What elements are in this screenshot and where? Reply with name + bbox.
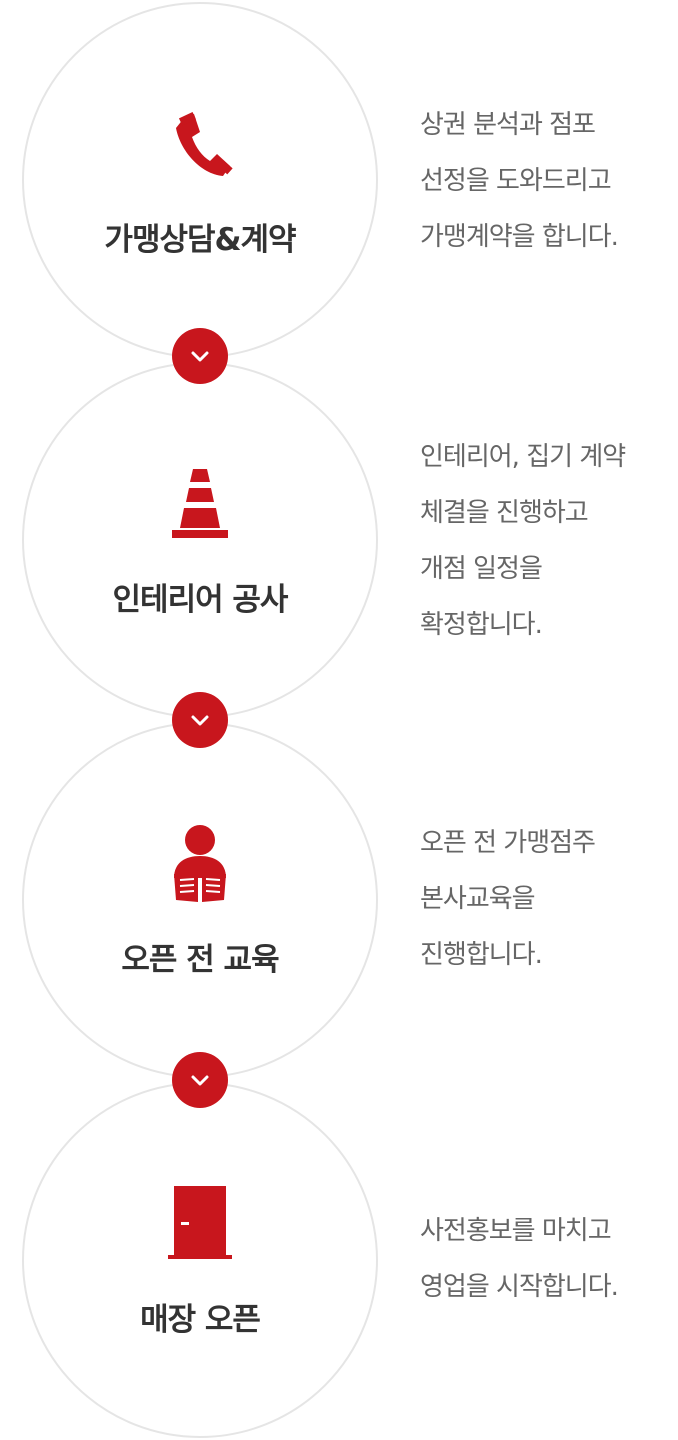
traffic-cone-icon (160, 464, 240, 544)
connector-chevron (172, 692, 228, 748)
chevron-down-icon (191, 1075, 209, 1086)
connector-chevron (172, 328, 228, 384)
step-title: 가맹상담&계약 (104, 222, 296, 258)
step-description: 상권 분석과 점포 선정을 도와드리고 가맹계약을 합니다. (420, 110, 619, 252)
step-title: 오픈 전 교육 (121, 942, 279, 978)
person-reading-book-icon (160, 822, 240, 902)
door-icon (160, 1182, 240, 1262)
step-circle-training: 오픈 전 교육 (22, 722, 378, 1078)
phone-icon (160, 102, 240, 182)
step-description: 인테리어, 집기 계약 체결을 진행하고 개점 일정을 확정합니다. (420, 442, 626, 640)
step-circle-interior: 인테리어 공사 (22, 362, 378, 718)
step-circle-opening: 매장 오픈 (22, 1082, 378, 1438)
chevron-down-icon (191, 715, 209, 726)
chevron-down-icon (191, 351, 209, 362)
step-description: 사전홍보를 마치고 영업을 시작합니다. (420, 1216, 619, 1302)
step-description: 오픈 전 가맹점주 본사교육을 진행합니다. (420, 828, 596, 970)
step-title: 매장 오픈 (140, 1302, 261, 1338)
connector-chevron (172, 1052, 228, 1108)
step-circle-consultation: 가맹상담&계약 (22, 2, 378, 358)
step-title: 인테리어 공사 (112, 582, 289, 618)
